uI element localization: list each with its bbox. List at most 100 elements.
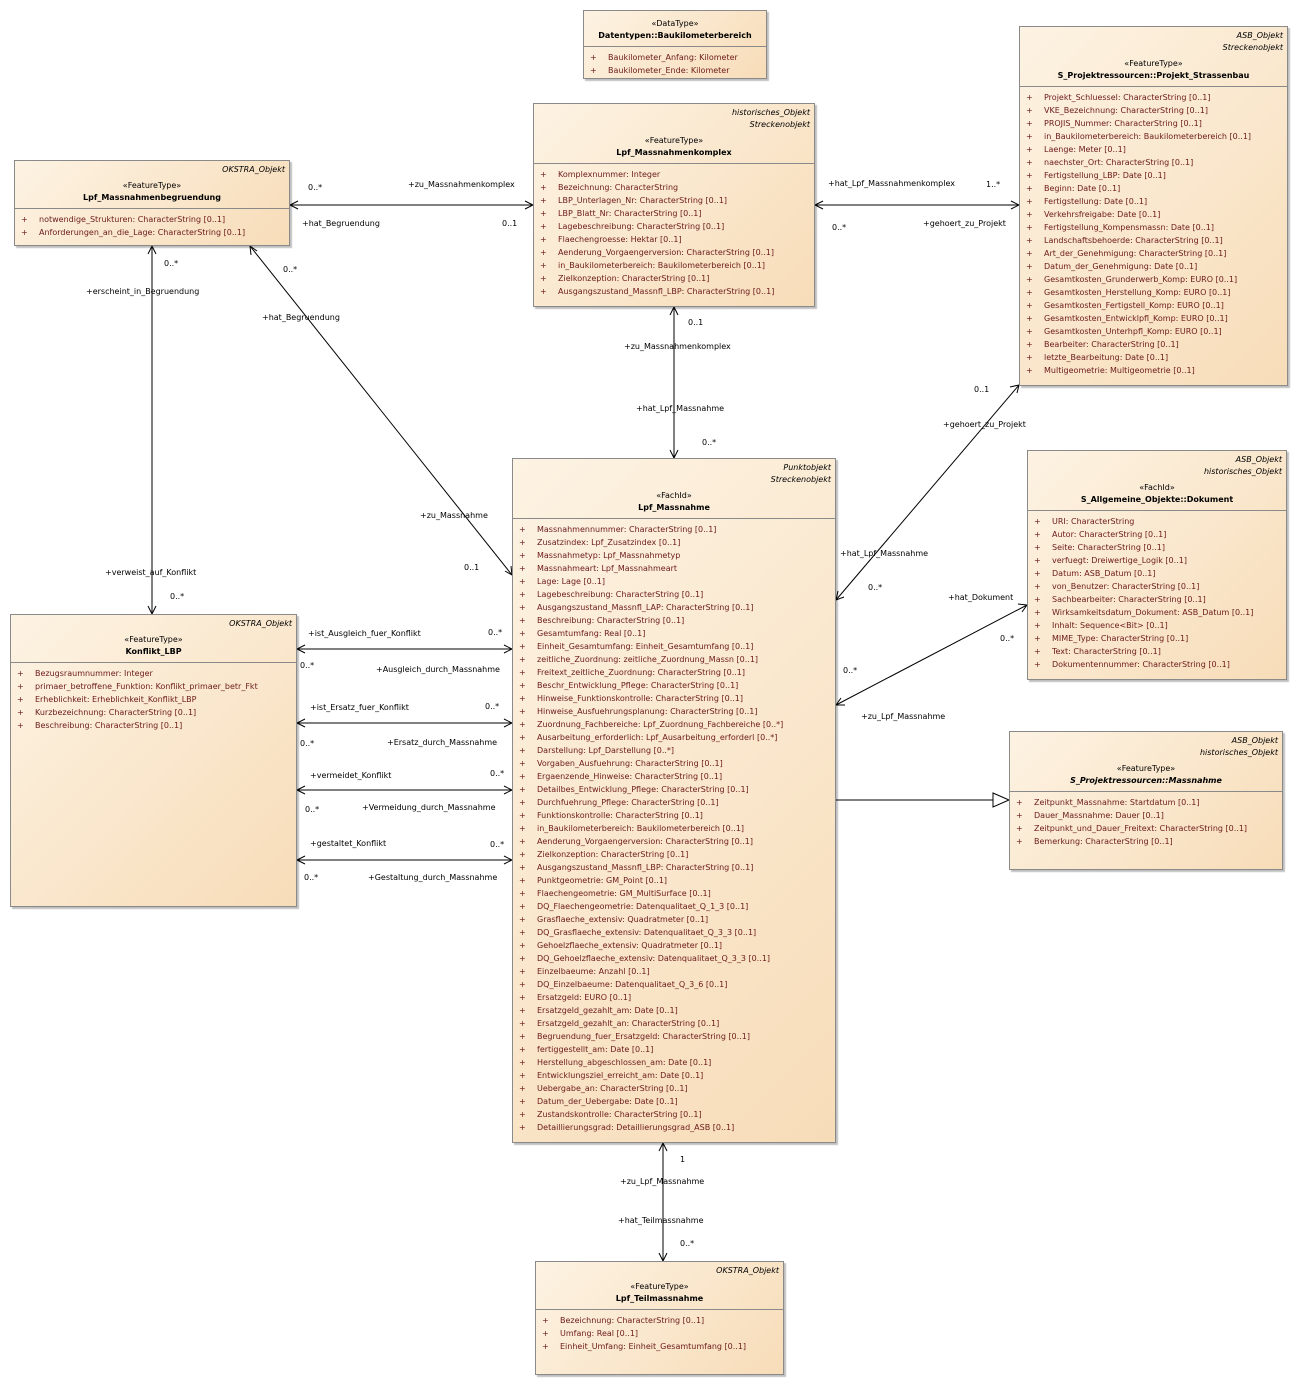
- class-projekt-strassenbau[interactable]: ASB_Objekt Streckenobjekt «FeatureType» …: [1019, 26, 1288, 386]
- attribute: +Inhalt: Sequence<Bit> [0..1]: [1034, 621, 1168, 630]
- class-header: OKSTRA_Objekt «FeatureType» Lpf_Massnahm…: [15, 161, 289, 209]
- attribute: +Fertigstellung_Kompensmassn: Date [0..1…: [1026, 223, 1214, 232]
- stereotype: «DataType»: [651, 19, 699, 28]
- role-label: +gehoert_zu_Projekt: [943, 420, 1026, 429]
- class-dokument[interactable]: ASB_Objekt historisches_Objekt «FachId» …: [1027, 450, 1287, 680]
- class-name: Lpf_Teilmassnahme: [615, 1294, 704, 1303]
- attribute: +URI: CharacterString: [1034, 517, 1135, 526]
- multiplicity-label: 0..*: [832, 223, 847, 232]
- multiplicity-label: 0..*: [702, 438, 717, 447]
- class-name: S_Allgemeine_Objekte::Dokument: [1080, 495, 1234, 504]
- attribute: +Beginn: Date [0..1]: [1026, 184, 1121, 193]
- role-label: +Ersatz_durch_Massnahme: [387, 738, 498, 747]
- attribute: +Bezugsraumnummer: Integer: [17, 669, 153, 678]
- attribute: +Zeitpunkt_und_Dauer_Freitext: Character…: [1016, 824, 1248, 833]
- multiplicity-label: 1: [680, 1155, 686, 1164]
- multiplicity-label: 0..*: [300, 661, 315, 670]
- multiplicity-label: 1..*: [986, 180, 1001, 189]
- attribute: +Beschr_Entwicklung_Pflege: CharacterStr…: [519, 681, 739, 690]
- multiplicity-label: 0..*: [170, 592, 185, 601]
- multiplicity-label: 0..*: [304, 873, 319, 882]
- attribute: +Begruendung_fuer_Ersatzgeld: CharacterS…: [519, 1032, 750, 1041]
- class-konflikt-lbp[interactable]: OKSTRA_Objekt «FeatureType» Konflikt_LBP…: [10, 614, 297, 907]
- assoc-begruendung-massnahme: [249, 245, 513, 576]
- attribute: +in_Baukilometerbereich: Baukilometerber…: [540, 261, 766, 270]
- stereotype: «FeatureType»: [1116, 764, 1176, 773]
- attribute: +Ersatzgeld_gezahlt_an: CharacterString …: [519, 1019, 720, 1028]
- role-label: +hat_Lpf_Massnahme: [636, 404, 725, 413]
- attribute: +Zielkonzeption: CharacterString [0..1]: [540, 274, 710, 283]
- attribute: +Baukilometer_Ende: Kilometer: [590, 66, 730, 75]
- attribute: +Gesamtkosten_Herstellung_Komp: EURO [0.…: [1026, 288, 1231, 297]
- attribute: +Herstellung_abgeschlossen_am: Date [0..…: [519, 1058, 712, 1067]
- multiplicity-label: 0..*: [680, 1239, 695, 1248]
- attribute: +Ausgangszustand_Massnfl_LBP: CharacterS…: [519, 863, 754, 872]
- class-header: OKSTRA_Objekt «FeatureType» Konflikt_LBP: [11, 615, 296, 663]
- class-massnahmenbegruendung[interactable]: OKSTRA_Objekt «FeatureType» Lpf_Massnahm…: [14, 160, 290, 246]
- attribute: +Gehoelzflaeche_extensiv: Quadratmeter […: [519, 941, 723, 950]
- class-name: Lpf_Massnahme: [638, 503, 710, 512]
- attribute: +primaer_betroffene_Funktion: Konflikt_p…: [17, 682, 258, 691]
- attribute: +Bezeichnung: CharacterString [0..1]: [542, 1316, 705, 1325]
- attribute: +Ersatzgeld_gezahlt_am: Date [0..1]: [519, 1006, 678, 1015]
- attribute: +DQ_Flaechengeometrie: Datenqualitaet_Q_…: [519, 902, 749, 911]
- class-header: ASB_Objekt Streckenobjekt «FeatureType» …: [1020, 27, 1287, 87]
- class-massnahmenkomplex[interactable]: historisches_Objekt Streckenobjekt «Feat…: [533, 103, 815, 307]
- multiplicity-label: 0..*: [488, 628, 503, 637]
- attribute: +Ausgangszustand_Massnfl_LBP: CharacterS…: [540, 287, 775, 296]
- attribute: +Flaechengeometrie: GM_MultiSurface [0..…: [519, 889, 711, 898]
- role-label: +zu_Massnahme: [420, 511, 488, 520]
- attribute: +Massnahmennummer: CharacterString [0..1…: [519, 525, 717, 534]
- attribute: +Bezeichnung: CharacterString: [540, 183, 679, 192]
- attribute: +naechster_Ort: CharacterString [0..1]: [1026, 158, 1194, 167]
- attribute: +Seite: CharacterString [0..1]: [1034, 543, 1165, 552]
- attribute: +Gesamtkosten_Fertigstell_Komp: EURO [0.…: [1026, 301, 1224, 310]
- class-massnahme[interactable]: Punktobjekt Streckenobjekt «FachId» Lpf_…: [512, 458, 836, 1143]
- stereotype: «FeatureType»: [630, 1282, 689, 1291]
- attribute: +PROJIS_Nummer: CharacterString [0..1]: [1026, 119, 1202, 128]
- attribute: +Uebergabe_an: CharacterString [0..1]: [519, 1084, 688, 1093]
- attribute: +zeitliche_Zuordnung: zeitliche_Zuordnun…: [519, 655, 759, 664]
- attribute: +Datum_der_Genehmigung: Date [0..1]: [1026, 262, 1198, 271]
- attribute-list: +Bezugsraumnummer: Integer +primaer_betr…: [11, 663, 296, 736]
- multiplicity-label: 0..*: [308, 183, 323, 192]
- attribute: +Zuordnung_Fachbereiche: Lpf_Zuordnung_F…: [519, 720, 784, 729]
- role-label: +hat_Begruendung: [302, 219, 380, 228]
- attribute: +Sachbearbeiter: CharacterString [0..1]: [1034, 595, 1206, 604]
- attribute: +Hinweise_Ausfuehrungsplanung: Character…: [519, 707, 758, 716]
- multiplicity-label: 0..*: [490, 840, 505, 849]
- attribute: +Einheit_Gesamtumfang: Einheit_Gesamtumf…: [519, 642, 754, 651]
- attribute: +Wirksamkeitsdatum_Dokument: ASB_Datum […: [1034, 608, 1254, 617]
- role-label: +hat_Lpf_Massnahme: [840, 549, 929, 558]
- class-tags: Punktobjekt Streckenobjekt: [770, 463, 831, 484]
- role-label: +Ausgleich_durch_Massnahme: [376, 665, 500, 674]
- attribute: +Art_der_Genehmigung: CharacterString [0…: [1026, 249, 1227, 258]
- attribute: +Aenderung_Vorgaengerversion: CharacterS…: [519, 837, 753, 846]
- attribute: +VKE_Bezeichnung: CharacterString [0..1]: [1026, 106, 1208, 115]
- class-tags: ASB_Objekt historisches_Objekt: [1203, 455, 1282, 476]
- multiplicity-label: 0..*: [305, 805, 320, 814]
- attribute: +Zielkonzeption: CharacterString [0..1]: [519, 850, 689, 859]
- class-s-massnahme[interactable]: ASB_Objekt historisches_Objekt «FeatureT…: [1009, 731, 1283, 870]
- attribute: +Einzelbaeume: Anzahl [0..1]: [519, 967, 650, 976]
- class-tags: OKSTRA_Objekt: [716, 1266, 779, 1275]
- class-name: S_Projektressourcen::Massnahme: [1070, 776, 1222, 785]
- stereotype: «FachId»: [1139, 483, 1175, 492]
- stereotype: «FeatureType»: [122, 181, 182, 190]
- class-name: Lpf_Massnahmenbegruendung: [83, 193, 221, 202]
- attribute: +LBP_Unterlagen_Nr: CharacterString [0..…: [540, 196, 728, 205]
- class-teilmassnahme[interactable]: OKSTRA_Objekt «FeatureType» Lpf_Teilmass…: [535, 1261, 784, 1375]
- role-label: +zu_Massnahmenkomplex: [408, 180, 515, 189]
- class-baukilometerbereich[interactable]: «DataType» Datentypen::Baukilometerberei…: [583, 10, 767, 79]
- class-header: «DataType» Datentypen::Baukilometerberei…: [584, 11, 766, 47]
- class-name: Konflikt_LBP: [125, 647, 182, 656]
- attribute: +Text: CharacterString [0..1]: [1034, 647, 1161, 656]
- attribute: +DQ_Grasflaeche_extensiv: Datenqualitaet…: [519, 928, 757, 937]
- attribute: +in_Baukilometerbereich: Baukilometerber…: [519, 824, 745, 833]
- attribute-list: +Massnahmennummer: CharacterString [0..1…: [513, 519, 835, 1138]
- stereotype: «FeatureType»: [124, 635, 183, 644]
- class-tags: historisches_Objekt Streckenobjekt: [731, 108, 810, 129]
- attribute: +Autor: CharacterString [0..1]: [1034, 530, 1167, 539]
- role-label: +gehoert_zu_Projekt: [923, 219, 1006, 228]
- attribute: +Entwicklungsziel_erreicht_am: Date [0..…: [519, 1071, 704, 1080]
